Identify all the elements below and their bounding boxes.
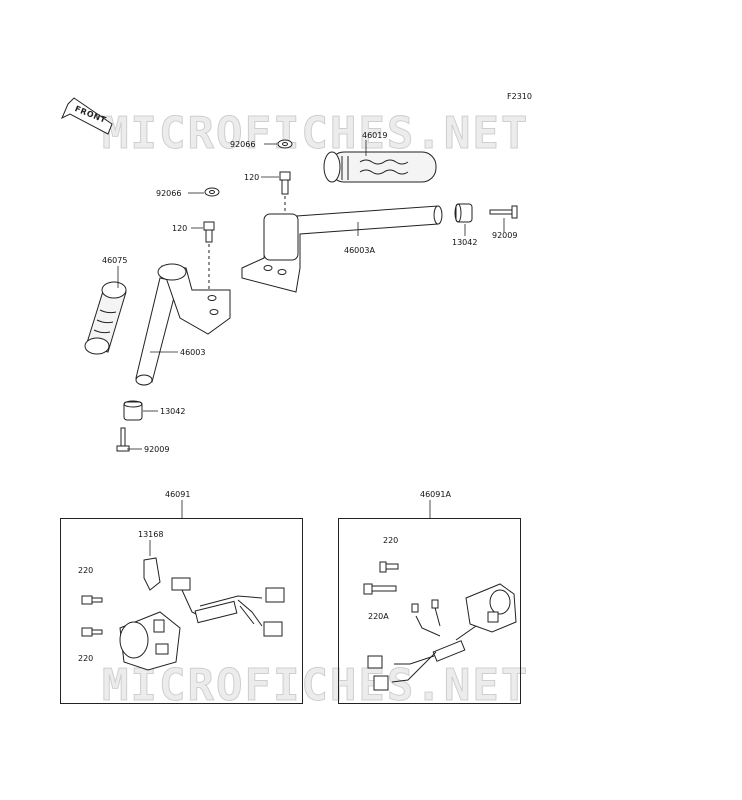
part-label-13042-left: 13042 bbox=[160, 407, 186, 416]
part-label-92009-right: 92009 bbox=[492, 231, 518, 240]
right-switch-kit-box bbox=[338, 518, 521, 704]
left-switch-kit-box bbox=[60, 518, 303, 704]
watermark-top: MICROFICHES.NET bbox=[101, 108, 530, 160]
part-label-220-left-bottom: 220 bbox=[78, 654, 94, 663]
bar-end-13042-left bbox=[123, 400, 143, 421]
part-label-46075: 46075 bbox=[102, 256, 128, 265]
left-switch-assembly bbox=[81, 557, 285, 671]
part-label-220a: 220A bbox=[368, 612, 389, 621]
part-label-13042-right: 13042 bbox=[452, 238, 478, 247]
part-label-220-right: 220 bbox=[383, 536, 399, 545]
part-label-92066-mid: 92066 bbox=[156, 189, 182, 198]
front-arrow bbox=[61, 97, 113, 135]
bolt-120-left bbox=[203, 221, 215, 295]
washer-92066-mid bbox=[204, 187, 220, 197]
left-grip-46075 bbox=[84, 281, 127, 355]
right-grip-46019 bbox=[323, 151, 437, 183]
part-label-92066-top: 92066 bbox=[230, 140, 256, 149]
bar-end-13042-right bbox=[454, 203, 473, 223]
part-label-120-left: 120 bbox=[172, 224, 188, 233]
right-switch-assembly bbox=[363, 561, 517, 691]
part-label-46091: 46091 bbox=[165, 490, 191, 499]
part-label-220-left-top: 220 bbox=[78, 566, 94, 575]
part-label-46091a: 46091A bbox=[420, 490, 451, 499]
screw-92009-left bbox=[116, 427, 130, 452]
right-handlebar-46003a bbox=[241, 205, 443, 293]
leader-lines bbox=[117, 140, 505, 556]
part-label-120-right: 120 bbox=[244, 173, 260, 182]
part-label-13168: 13168 bbox=[138, 530, 164, 539]
part-label-46003: 46003 bbox=[180, 348, 206, 357]
screw-92009-right bbox=[489, 205, 518, 219]
part-label-46019: 46019 bbox=[362, 131, 388, 140]
left-handlebar-46003 bbox=[135, 263, 231, 386]
part-label-46003a: 46003A bbox=[344, 246, 375, 255]
figure-code: F2310 bbox=[507, 92, 532, 101]
washer-92066-top bbox=[277, 139, 293, 149]
watermark-bottom: MICROFICHES.NET bbox=[101, 660, 530, 712]
part-label-92009-left: 92009 bbox=[144, 445, 170, 454]
